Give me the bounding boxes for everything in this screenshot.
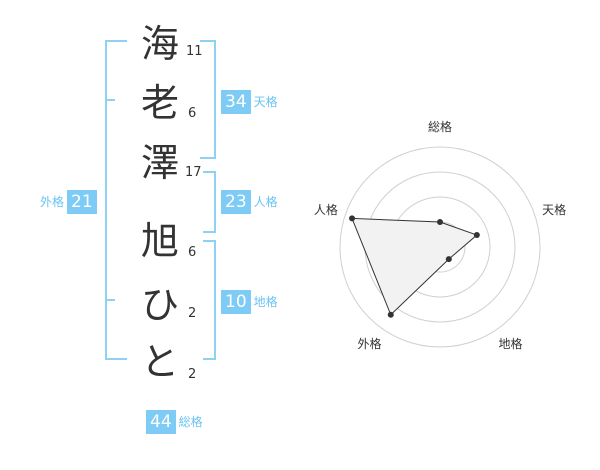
tenkaku-label: 天格 — [253, 95, 278, 109]
name-char: 旭 — [140, 219, 179, 263]
radar-ring — [339, 146, 541, 348]
radar-point — [387, 311, 394, 318]
chikaku-label: 地格 — [253, 295, 278, 309]
stroke-count: 17 — [185, 165, 202, 180]
radar-point — [445, 256, 452, 263]
gaikaku-label: 外格 — [40, 195, 65, 209]
chikaku-value: 10 — [221, 290, 251, 314]
chikaku-bracket — [203, 240, 216, 360]
tenkaku-bracket — [200, 40, 216, 159]
radar-axis-label: 人格 — [314, 202, 338, 217]
radar-point — [437, 219, 443, 225]
name-char: と — [140, 340, 179, 384]
gaikaku-value: 21 — [67, 190, 97, 214]
radar-points — [349, 215, 480, 318]
radar-polygon — [351, 217, 478, 316]
name-char: ひ — [140, 283, 179, 327]
radar-axis-label: 総格 — [428, 119, 452, 134]
name-char: 澤 — [140, 141, 179, 185]
radar-axis-label: 地格 — [499, 336, 523, 351]
gaikaku-bracket — [105, 40, 127, 360]
radar-axis-label: 天格 — [542, 202, 566, 217]
stroke-count: 2 — [188, 367, 197, 382]
radar-point — [349, 215, 356, 222]
radar-point — [473, 232, 480, 239]
jinkaku-bracket — [203, 171, 216, 233]
name-char: 老 — [140, 81, 179, 125]
jinkaku-label: 人格 — [253, 195, 278, 209]
stroke-count: 6 — [188, 106, 197, 121]
bracket-tick — [105, 99, 115, 101]
stroke-count: 11 — [186, 44, 203, 59]
soukaku-value: 44 — [146, 410, 176, 434]
name-char: 海 — [140, 22, 179, 66]
radar-axis-label: 外格 — [357, 336, 381, 351]
jinkaku-value: 23 — [221, 190, 251, 214]
stroke-count: 2 — [188, 306, 197, 321]
bracket-tick — [105, 299, 115, 301]
stroke-count: 6 — [188, 245, 197, 260]
soukaku-label: 総格 — [178, 415, 203, 429]
tenkaku-value: 34 — [221, 90, 251, 114]
